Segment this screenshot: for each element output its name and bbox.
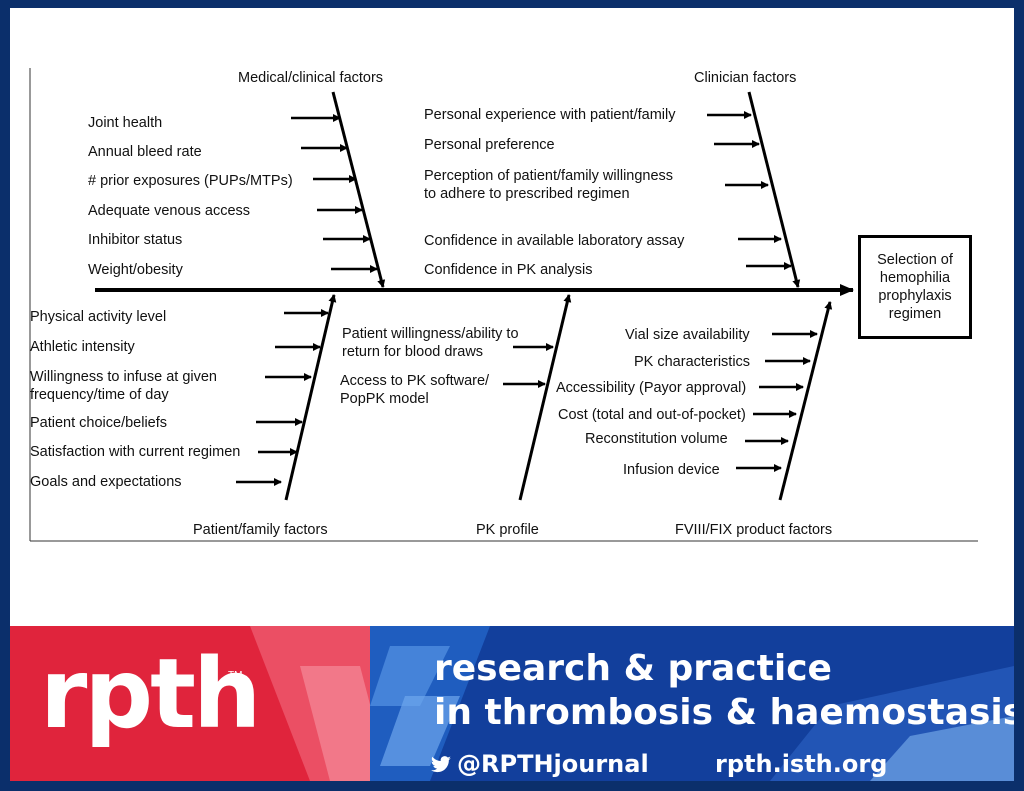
patient-item: Physical activity level: [30, 309, 167, 325]
journal-url-link[interactable]: rpth.isth.org: [715, 750, 888, 778]
category-clinician: Clinician factors: [694, 70, 797, 86]
journal-banner: rpth TM research & practice in thrombosi…: [10, 626, 1014, 781]
patient-item: Satisfaction with current regimen: [30, 444, 241, 460]
product-item: Accessibility (Payor approval): [556, 380, 747, 396]
category-product: FVIII/FIX product factors: [675, 522, 833, 538]
outcome-box: Selection of hemophilia prophylaxis regi…: [858, 235, 972, 339]
pk-item: Patient willingness/ability to return fo…: [342, 326, 519, 360]
clinician-item: Personal preference: [424, 137, 555, 153]
pk-item: Access to PK software/ PopPK model: [340, 373, 490, 407]
medical-item: # prior exposures (PUPs/MTPs): [88, 173, 293, 189]
journal-title-line1: research & practice: [434, 648, 832, 689]
medical-item: Joint health: [88, 115, 163, 131]
fishbone-diagram: Medical/clinical factors Clinician facto…: [10, 8, 1014, 628]
bone-product: [778, 301, 833, 501]
clinician-item: Perception of patient/family willingness…: [424, 168, 674, 202]
medical-item: Weight/obesity: [88, 262, 183, 278]
product-item: PK characteristics: [634, 354, 751, 370]
medical-item: Inhibitor status: [88, 232, 183, 248]
patient-item: Athletic intensity: [30, 339, 135, 355]
bone-medical: [331, 91, 386, 288]
category-pk: PK profile: [476, 522, 539, 538]
product-item: Infusion device: [623, 462, 720, 478]
medical-item: Adequate venous access: [88, 203, 251, 219]
patient-item: Patient choice/beliefs: [30, 415, 168, 431]
bone-clinician: [747, 91, 801, 288]
figure-card: Medical/clinical factors Clinician facto…: [10, 8, 1014, 781]
product-item: Reconstitution volume: [585, 431, 728, 447]
patient-item: Goals and expectations: [30, 474, 182, 490]
banner-background: [10, 626, 1014, 781]
category-medical: Medical/clinical factors: [238, 70, 384, 86]
bone-patient: [284, 294, 337, 501]
trademark-mark: TM: [228, 670, 243, 681]
journal-title-line2: in thrombosis & haemostasis: [434, 692, 1014, 733]
medical-item: Annual bleed rate: [88, 144, 202, 160]
product-item: Vial size availability: [625, 327, 750, 343]
twitter-handle-link[interactable]: @RPTHjournal: [457, 750, 649, 778]
bone-pk: [518, 294, 572, 501]
rpth-logo: rpth: [40, 638, 261, 750]
product-item: Cost (total and out-of-pocket): [558, 407, 746, 423]
category-patient: Patient/family factors: [193, 522, 328, 538]
patient-item: Willingness to infuse at given frequency…: [30, 369, 217, 403]
clinician-item: Personal experience with patient/family: [424, 107, 676, 123]
clinician-item: Confidence in PK analysis: [424, 262, 593, 278]
twitter-bird-icon: [431, 756, 451, 773]
fishbone-lines: [29, 68, 978, 542]
clinician-item: Confidence in available laboratory assay: [424, 233, 685, 249]
outcome-label: Selection of hemophilia prophylaxis regi…: [877, 252, 953, 322]
